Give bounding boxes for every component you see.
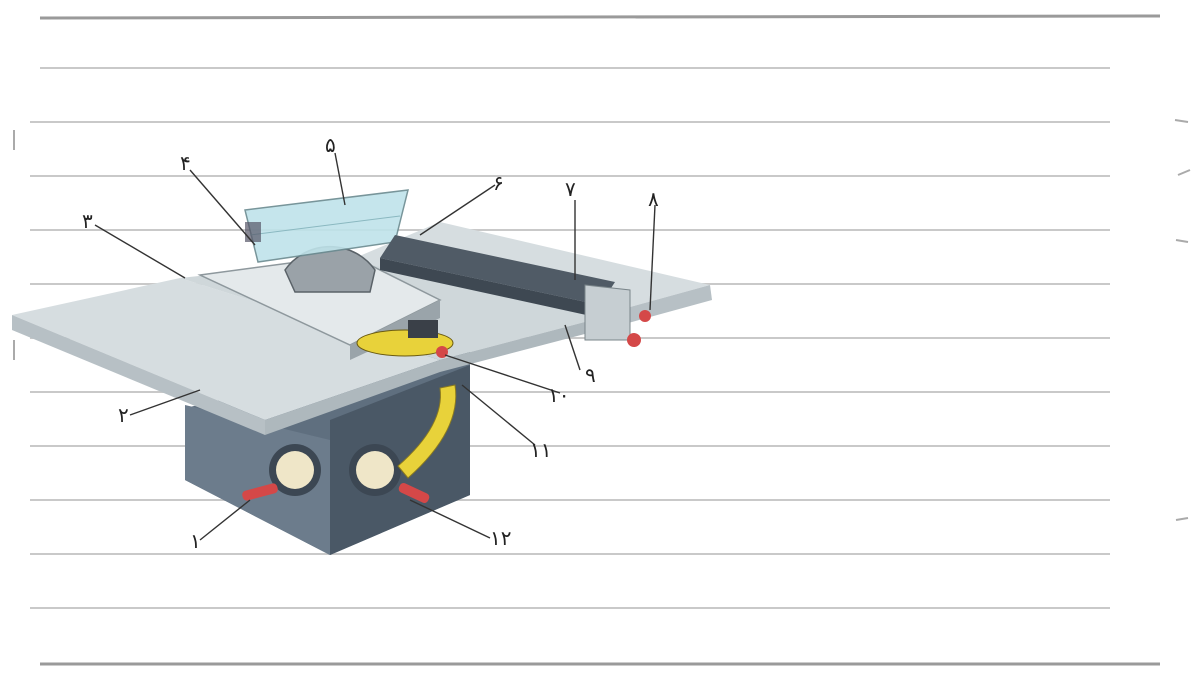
- label-5: ۵: [325, 133, 336, 157]
- label-12: ۱۲: [490, 526, 511, 550]
- saw-cabinet: [185, 345, 470, 555]
- miter-gauge: [356, 320, 454, 358]
- part-labels: ۱ ۲ ۳ ۴ ۵ ۶ ۷ ۸ ۹ ۱۰ ۱۱ ۱۲: [82, 133, 659, 553]
- label-9: ۹: [585, 363, 596, 387]
- label-1: ۱: [190, 529, 201, 553]
- label-7: ۷: [565, 177, 576, 201]
- label-10: ۱۰: [548, 383, 569, 407]
- label-11: ۱۱: [530, 438, 551, 462]
- label-8: ۸: [648, 187, 659, 211]
- label-6: ۶: [493, 171, 504, 195]
- bevel-scale: [397, 384, 457, 479]
- blade-guard: [244, 189, 409, 263]
- fence-lock-knob: [627, 333, 641, 347]
- leader-lines: [94, 152, 656, 541]
- rip-fence: [380, 235, 651, 347]
- label-3: ۳: [82, 209, 93, 233]
- right-handle: [398, 483, 430, 503]
- margin-marks: [13, 119, 1191, 521]
- label-2: ۲: [118, 403, 129, 427]
- label-4: ۴: [180, 151, 191, 175]
- left-handle: [242, 483, 278, 501]
